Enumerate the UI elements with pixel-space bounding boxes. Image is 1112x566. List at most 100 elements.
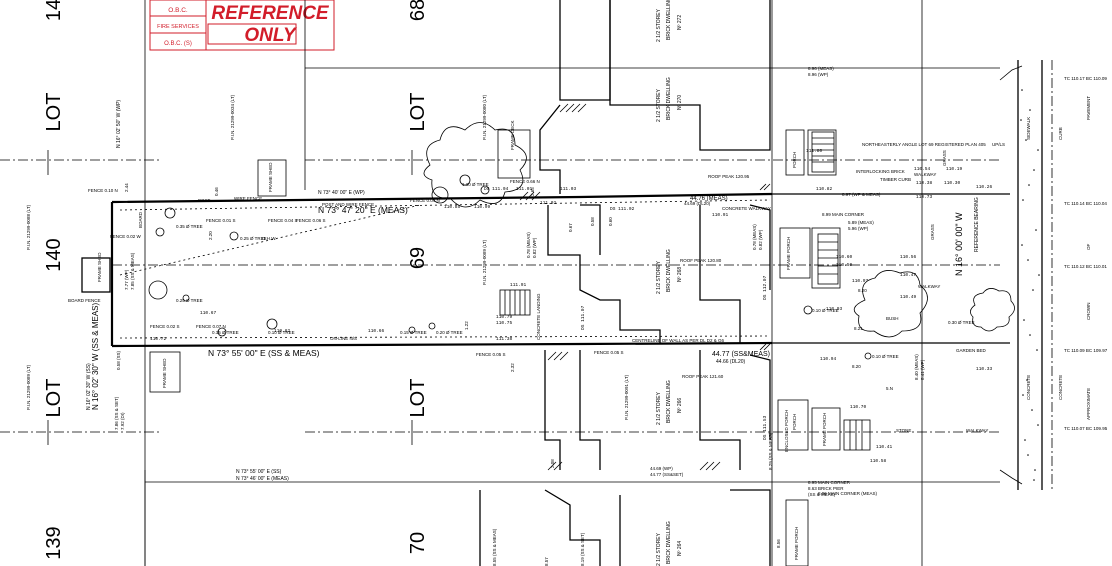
dwelling-outlines [479,0,841,566]
elevation: 111.80 [806,148,823,154]
tree-label: 0.15 Ø TREE [400,330,427,335]
dimension: 0.78 (MEAS) [526,232,531,258]
stamp-row: O.B.C. [168,7,188,14]
annotation: GRASS [942,150,947,166]
dimension: 0.67 [568,223,573,232]
curb-elevation: TC 110.17 BC 110.09 [1064,76,1107,81]
annotation: CENTRELINE OF WALL AS PER DL D2 & G6 [632,338,725,343]
bearing-left: N 16° 02' 30" W (SS & MEAS) [91,303,100,410]
dwelling-storey: 2 1/2 STOREY [656,391,662,425]
annotation: INTERLOCKING BRICK [856,169,905,174]
bearing-right: N 16° 00' 00" W [954,212,964,276]
annotation: FRAME PORCH [794,527,799,560]
annotation: GRASS [930,224,935,240]
elevation: 110.26 [976,184,993,190]
pin-label: P.I.N. 21299-0080 (LT) [482,94,487,140]
elevation: 110.54 [914,166,931,172]
dimension: 8.40 (MEAS) [914,354,919,380]
dimension: 0.58 [590,217,595,226]
dimension: 44.66 (DL20) [716,359,746,365]
sidewalk-stipple [1020,89,1040,481]
annotation: ON-LINE N/S [330,336,357,341]
dimension: 0.82 (WP) [532,237,537,258]
bearing-labels: N 73° 47' 20" E (MEAS) N 73° 40' 00" E (… [86,100,980,482]
dimension: 8.96 (WP) [808,72,829,77]
lot-number: 68 [407,0,429,21]
dimension: 0.58 (SS) [116,350,121,370]
dimension: 44.77 (SS&SET) [650,472,684,477]
lot-label: LOT [407,379,429,418]
annotation: WIRE FENCE [234,196,262,201]
dimension: 8.96 MAIN CORNER (MEAS) [818,491,878,496]
lot-number: 139 [43,526,65,559]
annotation: O.H.W. [262,236,277,241]
stamp-row: O.B.C. (S) [164,41,192,47]
annotation: PAVEMENT [1086,96,1091,120]
elevation: 111.03 [560,186,577,192]
annotation: FRAME DECK [510,120,515,150]
elevation: 110.72 [150,336,167,342]
annotation: ROOF PEAK 120.80 [680,258,722,263]
elevation: 110.38 [916,180,933,186]
dimension: 0.82 (WP) [758,229,763,250]
dimension: 8.96 (MEAS) [808,66,834,71]
dimension-annotations: 44.77 (SS&MEAS) 44.66 (DL20) 44.76 (MEAS… [114,66,925,566]
pin-label: P.I.N. 21299-0091 (LT) [624,374,629,420]
curb-elevation: TC 110.14 BC 110.04 [1064,201,1107,206]
dimension: 44.77 (SS&MEAS) [712,351,770,358]
dimension: 8.95 MAIN CORNER [808,480,851,485]
annotation: FENCE 0.66 N [510,179,540,184]
property-boundary [110,192,1010,348]
annotation: FENCE 0.01 S [206,218,236,223]
annotation: WALKWAY [966,428,988,433]
elevation: 110.49 [900,294,917,300]
annotation: TIMBER CURB [880,177,911,182]
annotation: BOARD FENCE [68,298,101,303]
dwelling-type: BRICK DWELLING [666,249,672,292]
dimension: 7.86 (SS & SET) [114,396,119,430]
elevation: 110.66 [368,328,385,334]
stamp-row: FIRE SERVICES [157,24,199,30]
elevation: 110.41 [876,444,893,450]
annotation: FRAME SHED [162,358,167,388]
sheds [81,129,531,393]
elevation: 110.70 [850,404,867,410]
elevation: 110.47 [900,272,917,278]
dimension: 7.85 (SS & MEAS) [130,252,135,290]
curb-elevation: TC 110.07 BC 109.95 [1064,426,1108,431]
dimension: 8.55 (SS & MEAS) [492,528,497,566]
dimension: 8.56 [776,539,781,548]
dimension: 2.32 [510,363,515,372]
annotation: PORCH [792,414,797,430]
annotation: NORTHEASTERLY ANGLE LOT 69 REGISTERED PL… [862,142,986,147]
annotation: CONCRETE [1058,375,1063,400]
annotation: FRAME PORCH [822,413,827,446]
elevation: 111.02 [540,200,557,206]
dimension: 0.60 [608,217,613,226]
annotation: ROOF PEAK 120.95 [708,174,750,179]
elevation: 110.19 [946,166,963,172]
elevation: 111.01 [516,186,533,192]
annotation: CONCRETE [1026,375,1031,400]
annotation: FRAME SHED [97,252,102,282]
pin-label: P.I.N. 21299-0089 (LT) [26,364,31,410]
lot-labels: LOT 14 140 LOT 139 68 LOT 69 LOT 70 [43,0,429,560]
dwelling-storey: 2 1/2 STOREY [656,532,662,566]
elevation: 110.94 [820,356,837,362]
annotation: FENCE 0.02 W [110,234,142,239]
elevation: 110.50 [836,262,853,268]
wall-hatching [519,103,771,471]
bearing-top-wp: N 73° 40' 00" E (WP) [318,190,365,196]
annotation: UP/LS [992,142,1005,147]
dimension: 8.63 BRICK PIER [808,486,844,491]
stamp-subtitle: ONLY [244,25,298,46]
dimension: 8.57 [544,557,549,566]
tree-label: 0.10 Ø TREE [812,308,839,313]
elevation: 110.91 [712,212,729,218]
annotation: STONE [896,428,911,433]
elevation: 110.75 [496,320,513,326]
dimension: 5.N [886,386,893,391]
dimension: 7.77 (WP) [124,269,129,290]
lot-number: 69 [407,247,429,269]
